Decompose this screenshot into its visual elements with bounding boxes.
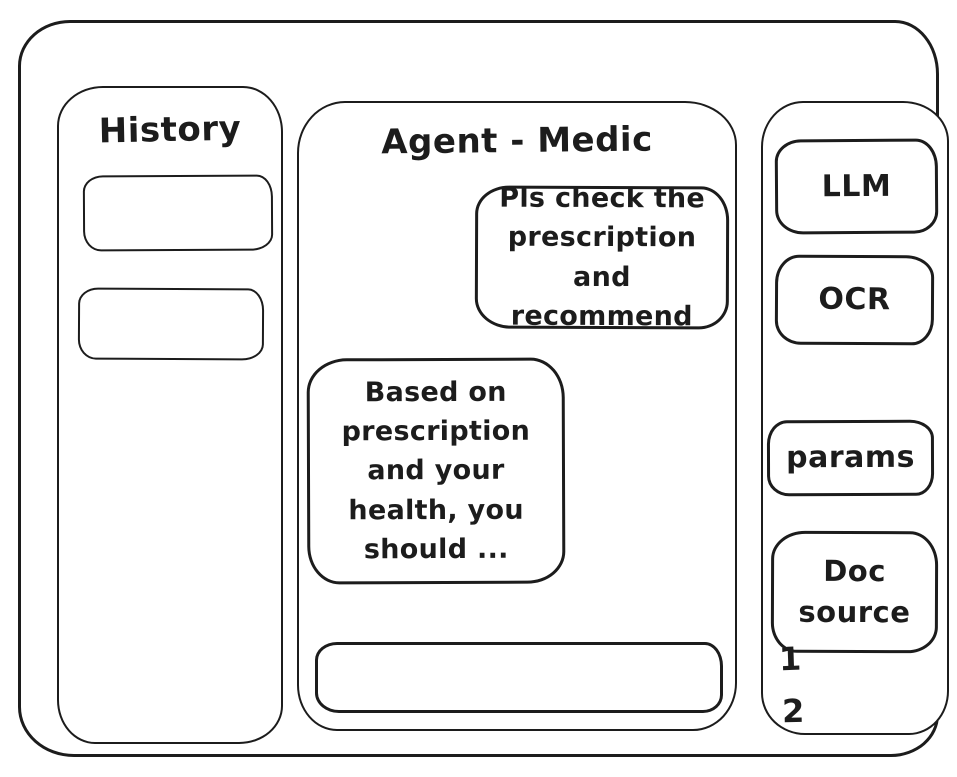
history-item[interactable]: [82, 174, 274, 252]
history-panel: History: [57, 86, 283, 744]
doc-source-item-1[interactable]: 1: [778, 639, 802, 679]
history-panel-title: History: [98, 108, 242, 152]
tools-panel: LLM OCR params Doc source 1 2: [761, 101, 949, 735]
message-input[interactable]: [315, 642, 723, 713]
llm-button[interactable]: LLM: [774, 138, 939, 235]
doc-source-button[interactable]: Doc source: [770, 530, 939, 654]
user-message-bubble: Pls check the prescription and recommend: [474, 183, 730, 332]
params-button[interactable]: params: [766, 419, 935, 497]
assistant-message-bubble: Based on prescription and your health, y…: [306, 357, 566, 585]
chat-panel: Agent - Medic Pls check the prescription…: [297, 101, 737, 731]
history-item[interactable]: [77, 287, 265, 361]
app-window-frame: History Agent - Medic Pls check the pres…: [18, 20, 949, 757]
doc-source-item-2[interactable]: 2: [781, 691, 805, 731]
chat-panel-title: Agent - Medic: [381, 119, 653, 163]
ocr-button[interactable]: OCR: [774, 254, 935, 346]
